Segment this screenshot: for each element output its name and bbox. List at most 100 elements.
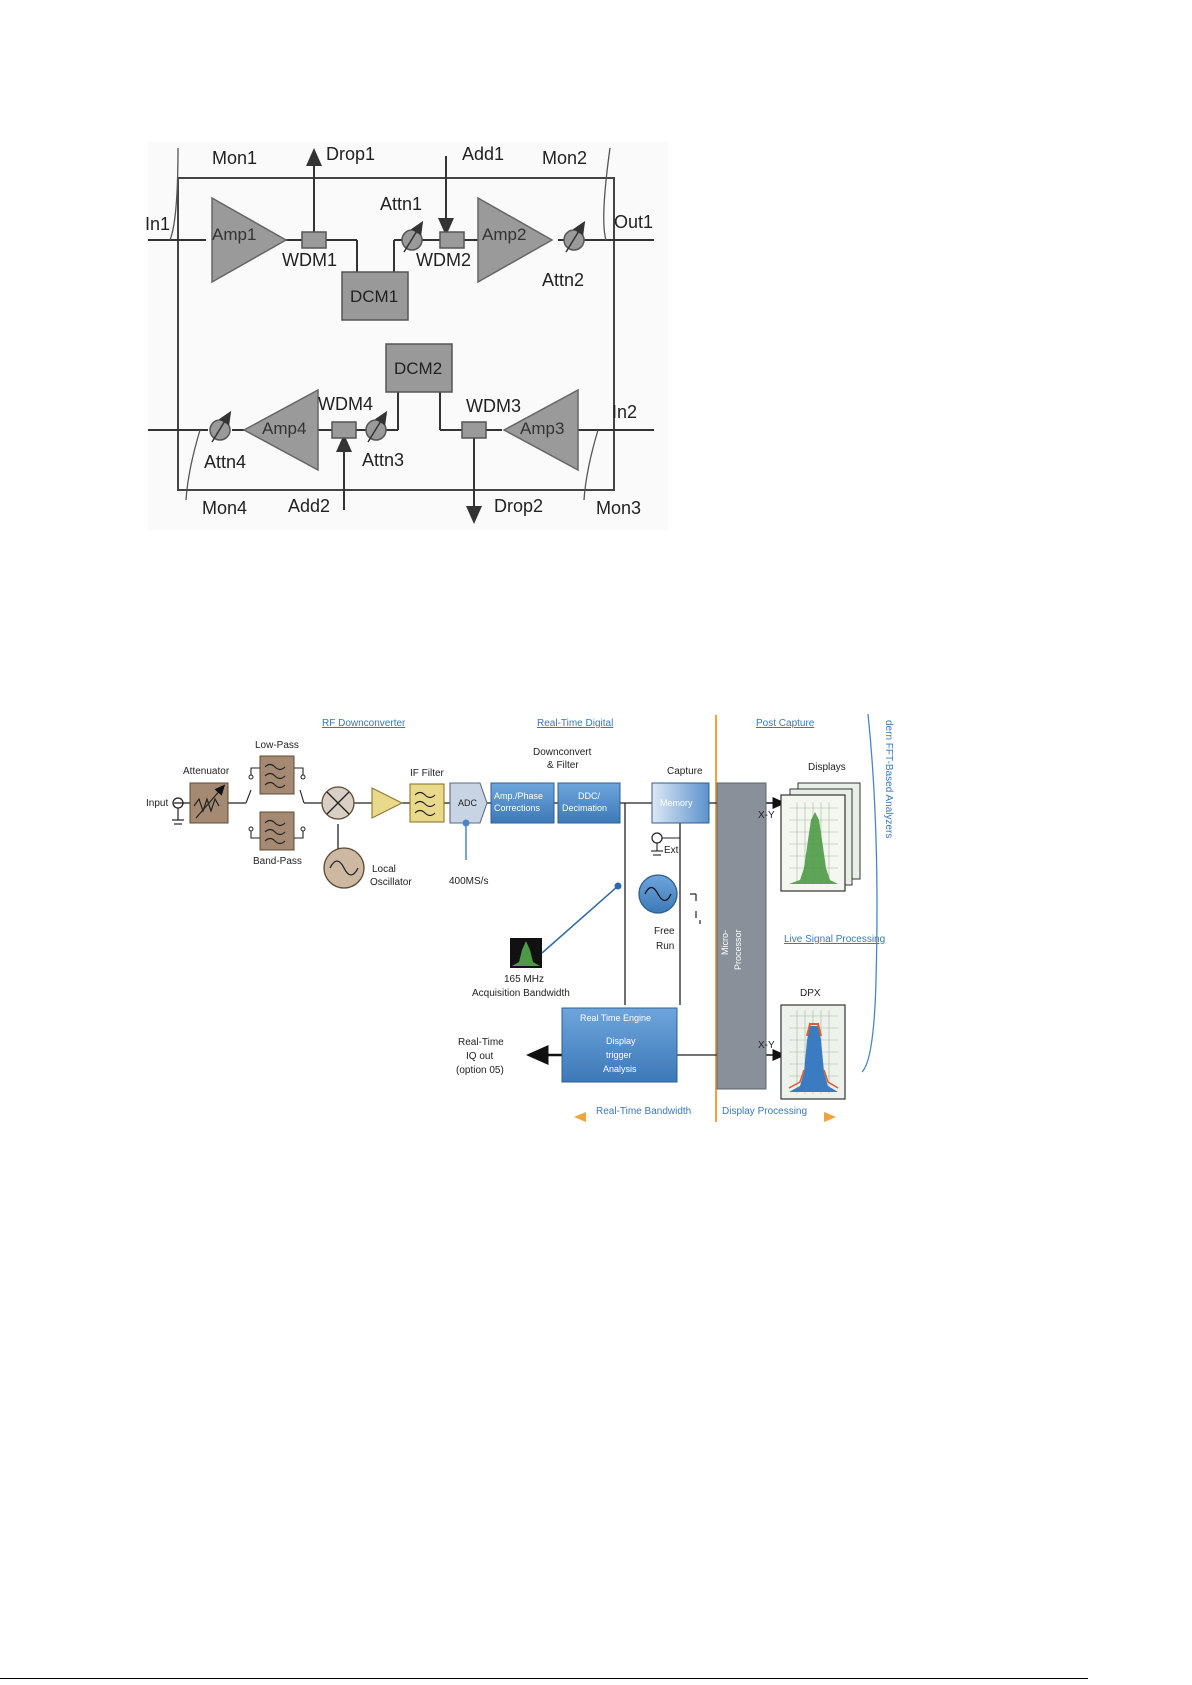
live-signal-text: Live Signal Processing	[784, 934, 885, 945]
bracket-line	[861, 713, 878, 1073]
rt-bandwidth-label: Real-Time Bandwidth	[596, 1106, 691, 1117]
bw-line1-label: 165 MHz	[504, 974, 544, 985]
wdm2-label: WDM2	[416, 250, 471, 270]
dpx-display	[780, 1004, 846, 1100]
dcm2-label: DCM2	[394, 359, 442, 378]
xy-bottom-label: X-Y	[758, 1040, 775, 1051]
dcm1-block	[341, 271, 409, 321]
band-pass-label: Band-Pass	[253, 856, 302, 867]
display-processing-label: Display Processing	[722, 1106, 807, 1117]
add1-label: Add1	[462, 144, 504, 164]
amp-phase-line2: Corrections	[494, 803, 541, 813]
free-label: Free	[654, 926, 675, 937]
amp2-label: Amp2	[482, 225, 526, 244]
mon2-label: Mon2	[542, 148, 587, 168]
rt-bandwidth-arrow-icon	[574, 1112, 586, 1122]
wdm1-label: WDM1	[282, 250, 337, 270]
section-real-time-digital: Real-Time Digital	[537, 718, 613, 729]
mon1-label: Mon1	[212, 148, 257, 168]
capture-label: Capture	[667, 766, 703, 777]
rte-line2: trigger	[606, 1050, 632, 1060]
section-fft-analyzers: dern FFT-Based Analyzers	[883, 720, 894, 838]
run-label: Run	[656, 941, 674, 952]
display-processing-arrow-icon	[824, 1112, 836, 1122]
if-amplifier-icon	[371, 787, 404, 819]
drop1-label: Drop1	[326, 144, 375, 164]
adc-block	[449, 782, 488, 824]
displays-label: Displays	[808, 762, 846, 773]
ddc-line2: Decimation	[562, 803, 607, 813]
band-pass-filter-block	[259, 811, 295, 851]
section-post-capture: Post Capture	[756, 718, 815, 729]
memory-label: Memory	[660, 798, 693, 808]
ddc-line1: DDC/	[578, 791, 600, 801]
ext-trigger-connector-icon	[651, 832, 663, 844]
mon3-tap	[583, 429, 599, 501]
attn3-label: Attn3	[362, 450, 404, 470]
attn1-label: Attn1	[380, 194, 422, 214]
amp3-label: Amp3	[520, 419, 564, 438]
drop2-label: Drop2	[494, 496, 543, 516]
memory-block	[651, 782, 710, 824]
ext-label: Ext	[664, 845, 679, 856]
wdm3-block	[461, 421, 487, 439]
section-live-signal-label: Live Signal Processing	[784, 934, 885, 945]
out1-label: Out1	[614, 212, 653, 232]
wdm4-label: WDM4	[318, 394, 373, 414]
low-pass-label: Low-Pass	[255, 740, 299, 751]
rte-line1: Display	[606, 1036, 636, 1046]
attenuator-label: Attenuator	[183, 766, 230, 777]
oadm-diagram: Mon1 Drop1 Add1 Mon2 In1 Out1 Attn1 Attn…	[145, 142, 668, 530]
in2-label: In2	[612, 402, 637, 422]
section-rf-downconverter: RF Downconverter	[322, 718, 406, 729]
local-label: Local	[372, 864, 396, 875]
adc-label: ADC	[458, 798, 478, 808]
amp1-label: Amp1	[212, 225, 256, 244]
figure-background	[148, 142, 668, 530]
amp2-triangle	[477, 196, 554, 284]
dcm2-block	[385, 343, 453, 393]
micro-line1: Micro-	[720, 930, 730, 955]
microprocessor-block	[716, 782, 767, 1090]
dcm1-label: DCM1	[350, 287, 398, 306]
micro-line2: Processor	[733, 929, 743, 970]
attn2-label: Attn2	[542, 270, 584, 290]
wdm4-block	[331, 421, 357, 439]
sample-rate-label: 400MS/s	[449, 876, 488, 887]
amp4-triangle	[242, 388, 319, 472]
footer-rule	[0, 1678, 1088, 1679]
iq-line3-label: (option 05)	[456, 1065, 504, 1076]
mon4-label: Mon4	[202, 498, 247, 518]
wdm1-block	[301, 231, 327, 249]
mon3-label: Mon3	[596, 498, 641, 518]
rte-title: Real Time Engine	[580, 1013, 651, 1023]
oscillator-label: Oscillator	[370, 877, 412, 888]
input-label: Input	[146, 798, 168, 809]
module-outline	[177, 177, 615, 491]
downconvert-label: Downconvert	[533, 747, 592, 758]
if-filter-label: IF Filter	[410, 768, 445, 779]
iq-line1-label: Real-Time	[458, 1037, 504, 1048]
displays-stack	[780, 782, 861, 892]
low-pass-filter-block	[259, 755, 295, 795]
bw-line2-label: Acquisition Bandwidth	[472, 988, 570, 999]
ddc-decimation-block	[557, 782, 621, 824]
add2-label: Add2	[288, 496, 330, 516]
iq-line2-label: IQ out	[466, 1051, 493, 1062]
mon2-tap	[603, 147, 611, 241]
amp-phase-line1: Amp./Phase	[494, 791, 543, 801]
rte-line3: Analysis	[603, 1064, 637, 1074]
amp-phase-corrections-block	[490, 782, 555, 824]
mon4-tap	[185, 429, 201, 501]
if-filter-block	[409, 783, 445, 823]
mon1-tap	[169, 147, 179, 241]
wdm3-label: WDM3	[466, 396, 521, 416]
and-filter-label: & Filter	[547, 760, 579, 771]
amp4-label: Amp4	[262, 419, 306, 438]
in1-label: In1	[145, 214, 170, 234]
wdm2-block	[439, 231, 465, 249]
xy-top-label: X-Y	[758, 810, 775, 821]
amp3-triangle	[502, 388, 579, 472]
attn4-label: Attn4	[204, 452, 246, 472]
